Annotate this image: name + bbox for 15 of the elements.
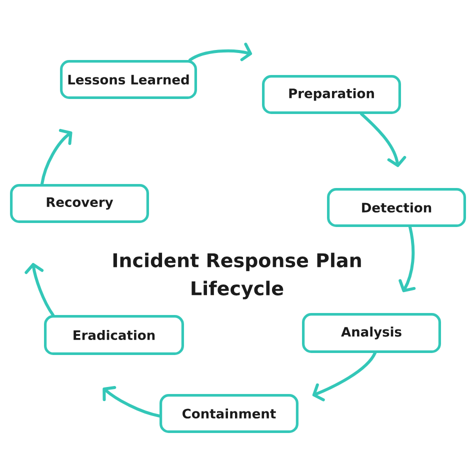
arrow <box>188 42 252 62</box>
arrow <box>102 386 161 418</box>
arrow <box>360 112 406 168</box>
arrow <box>40 128 72 186</box>
arrow <box>398 226 416 292</box>
process-box: Lessons Learned <box>60 60 197 99</box>
process-box: Recovery <box>10 184 149 223</box>
process-box: Analysis <box>302 313 441 353</box>
process-box: Detection <box>327 188 466 227</box>
process-box: Preparation <box>262 75 401 114</box>
title: Incident Response Plan Lifecycle <box>113 252 361 300</box>
arrow <box>24 263 54 316</box>
process-box: Containment <box>160 394 298 433</box>
process-box: Eradication <box>44 315 184 355</box>
arrow <box>312 352 376 402</box>
